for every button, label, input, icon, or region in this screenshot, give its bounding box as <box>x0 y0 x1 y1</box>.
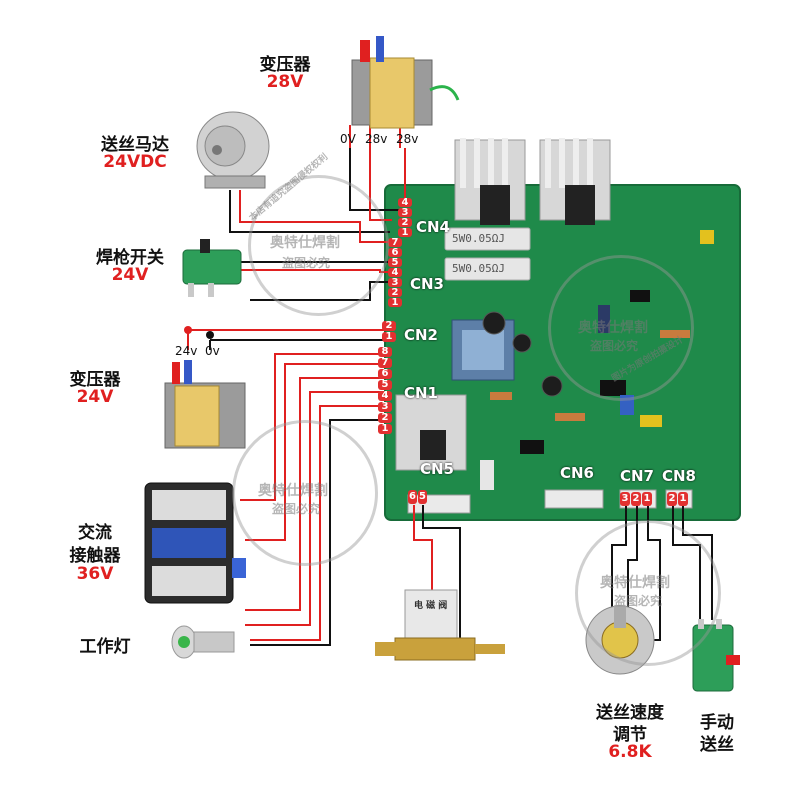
speed-pot-name-line1: 送丝速度 <box>596 703 664 723</box>
transformer-mid-name: 变压器 <box>69 370 121 390</box>
cn8-pin-2: 2 <box>667 492 677 506</box>
cn3-pin-6: 6 <box>388 248 402 258</box>
cn1-pin-1: 1 <box>378 424 392 434</box>
cn8-pin-1: 1 <box>678 492 688 506</box>
cn7-pin-3: 3 <box>620 492 630 506</box>
cn2-label: CN2 <box>404 326 438 344</box>
watermark-warn-3: 盗图必究 <box>272 502 321 516</box>
cn1-pin-5: 5 <box>378 380 392 390</box>
torch-switch-name: 焊枪开关 <box>96 248 164 268</box>
speed-pot-name-line2: 调节 <box>613 725 647 745</box>
contactor-name-line2: 接触器 <box>69 546 121 566</box>
wire-label-0v: 0V <box>340 132 356 146</box>
resistor-label-2: 5W0.05ΩJ <box>452 262 505 275</box>
transformer-24v-image <box>164 360 246 449</box>
cn3-pin-1: 1 <box>388 298 402 308</box>
contactor-name-line1: 交流 <box>78 523 112 543</box>
watermark-ring-4 <box>575 520 721 666</box>
cn3-label: CN3 <box>410 275 444 293</box>
work-lamp-name: 工作灯 <box>79 637 131 657</box>
cn2-pin-1: 1 <box>382 332 396 342</box>
cn7-label: CN7 <box>620 467 654 485</box>
watermark-warn-4: 盗图必究 <box>614 594 663 608</box>
heatsink-right <box>539 138 611 225</box>
watermark-ring-1 <box>248 175 389 316</box>
wire-label-28v-b: 28v <box>396 132 419 146</box>
contactor-value: 36V <box>76 564 114 584</box>
cn1-pin-3: 3 <box>378 402 392 412</box>
cn1-pin-4: 4 <box>378 391 392 401</box>
watermark-brand-3: 奥特仕焊割 <box>258 483 328 499</box>
wire-label-28v-a: 28v <box>365 132 388 146</box>
cn4-pin-3: 3 <box>398 208 412 218</box>
cn2-pin-2: 2 <box>382 321 396 331</box>
cn4-pin-4: 4 <box>398 198 412 208</box>
watermark-brand-2: 奥特仕焊割 <box>578 320 648 336</box>
transformer-top-value: 28V <box>266 72 304 92</box>
watermark-brand-4: 奥特仕焊割 <box>600 575 670 591</box>
motor-name: 送丝马达 <box>101 135 169 155</box>
cn4-label: CN4 <box>416 218 450 236</box>
transformer-28v-image <box>351 36 460 129</box>
valve-label: 电 磁 阀 <box>414 601 448 611</box>
cn3-pin-2: 2 <box>388 288 402 298</box>
motor-value: 24VDC <box>103 152 167 172</box>
transformer-mid-value: 24V <box>76 387 114 407</box>
motor-image <box>196 111 270 189</box>
wire-label-24v: 24v <box>175 344 198 358</box>
manual-feed-name-line1: 手动 <box>700 713 734 733</box>
cn7-pin-2: 2 <box>631 492 641 506</box>
manual-feed-name-line2: 送丝 <box>700 735 734 755</box>
cn5-label: CN5 <box>420 460 454 478</box>
contactor-image <box>144 482 246 604</box>
transformer-top-name: 变压器 <box>259 55 311 75</box>
watermark-ring-2 <box>548 255 694 401</box>
solenoid-valve-image <box>375 589 505 661</box>
cn6-label: CN6 <box>560 464 594 482</box>
watermark-warn-2: 盗图必究 <box>590 339 639 353</box>
cn3-pin-5: 5 <box>388 258 402 268</box>
cn5-pin-6: 6 <box>408 490 417 504</box>
cn1-pin-7: 7 <box>378 358 392 368</box>
torch-switch-image <box>182 239 242 297</box>
cn1-pin-2: 2 <box>378 413 392 423</box>
watermark-ring-3 <box>232 420 378 566</box>
cn1-label: CN1 <box>404 384 438 402</box>
heatsink-left <box>454 138 526 225</box>
watermark-warn-1: 盗图必究 <box>282 256 331 270</box>
watermark-brand-1: 奥特仕焊割 <box>270 235 340 251</box>
cn4-pin-1: 1 <box>398 228 412 238</box>
cn3-pin-4: 4 <box>388 268 402 278</box>
speed-pot-value: 6.8K <box>608 742 652 762</box>
torch-switch-value: 24V <box>111 265 149 285</box>
cn1-pin-8: 8 <box>378 347 392 357</box>
cn3-pin-3: 3 <box>388 278 402 288</box>
cn7-pin-1: 1 <box>642 492 652 506</box>
cn3-pin-7: 7 <box>388 238 402 248</box>
work-lamp-image <box>171 625 235 659</box>
wire-label-0v-b: 0v <box>205 344 220 358</box>
cn8-label: CN8 <box>662 467 696 485</box>
resistor-label-1: 5W0.05ΩJ <box>452 232 505 245</box>
cn4-pin-2: 2 <box>398 218 412 228</box>
cn1-pin-6: 6 <box>378 369 392 379</box>
cn5-pin-5: 5 <box>418 490 427 504</box>
